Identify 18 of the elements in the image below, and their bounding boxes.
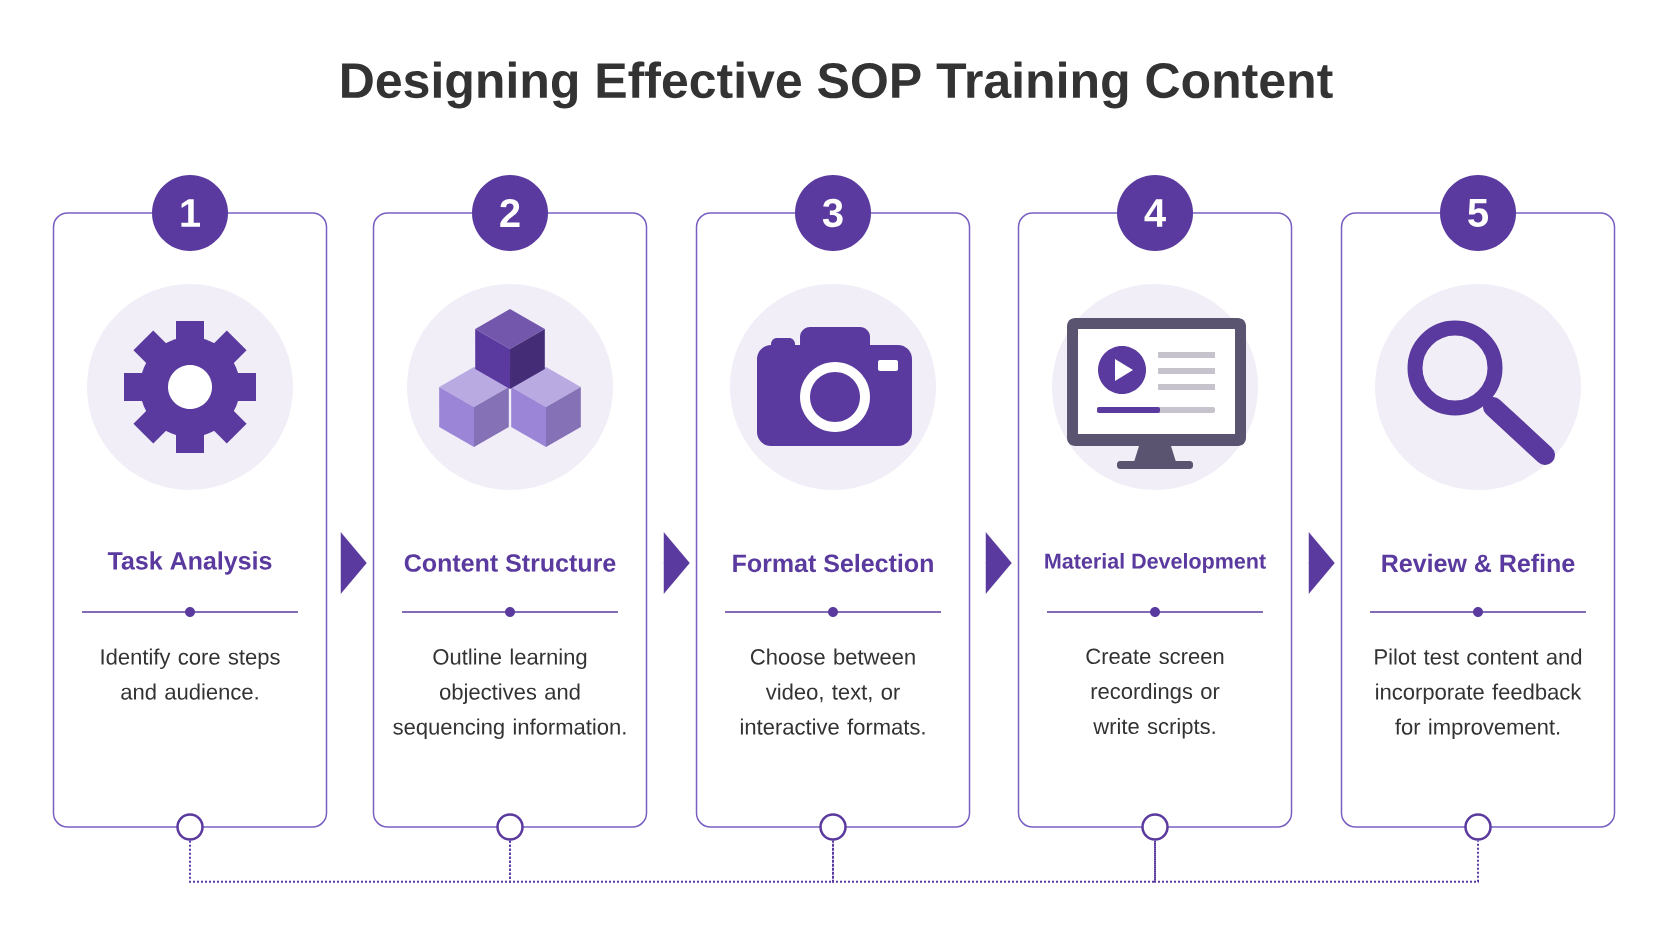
number-badge: 1 — [152, 175, 228, 251]
number-badge: 2 — [472, 175, 548, 251]
chevron-arrow — [340, 532, 367, 594]
chevron-arrow — [984, 532, 1012, 594]
dotted-connector — [509, 839, 834, 883]
number-badge: 4 — [1117, 175, 1193, 251]
connector-dot — [496, 813, 524, 841]
connector-dot — [1141, 813, 1169, 841]
connector-dot — [176, 813, 204, 841]
dotted-connector — [1154, 839, 1479, 883]
chevron-arrow — [661, 532, 690, 594]
title: Designing Effective SOP Training Content — [342, 61, 1333, 109]
connector-dot — [1464, 813, 1492, 841]
number-badge: 5 — [1440, 175, 1516, 251]
number-badge: 3 — [795, 175, 871, 251]
chevron-arrow — [1306, 532, 1335, 594]
dotted-connector — [832, 839, 1156, 883]
connector-dot — [819, 813, 847, 841]
